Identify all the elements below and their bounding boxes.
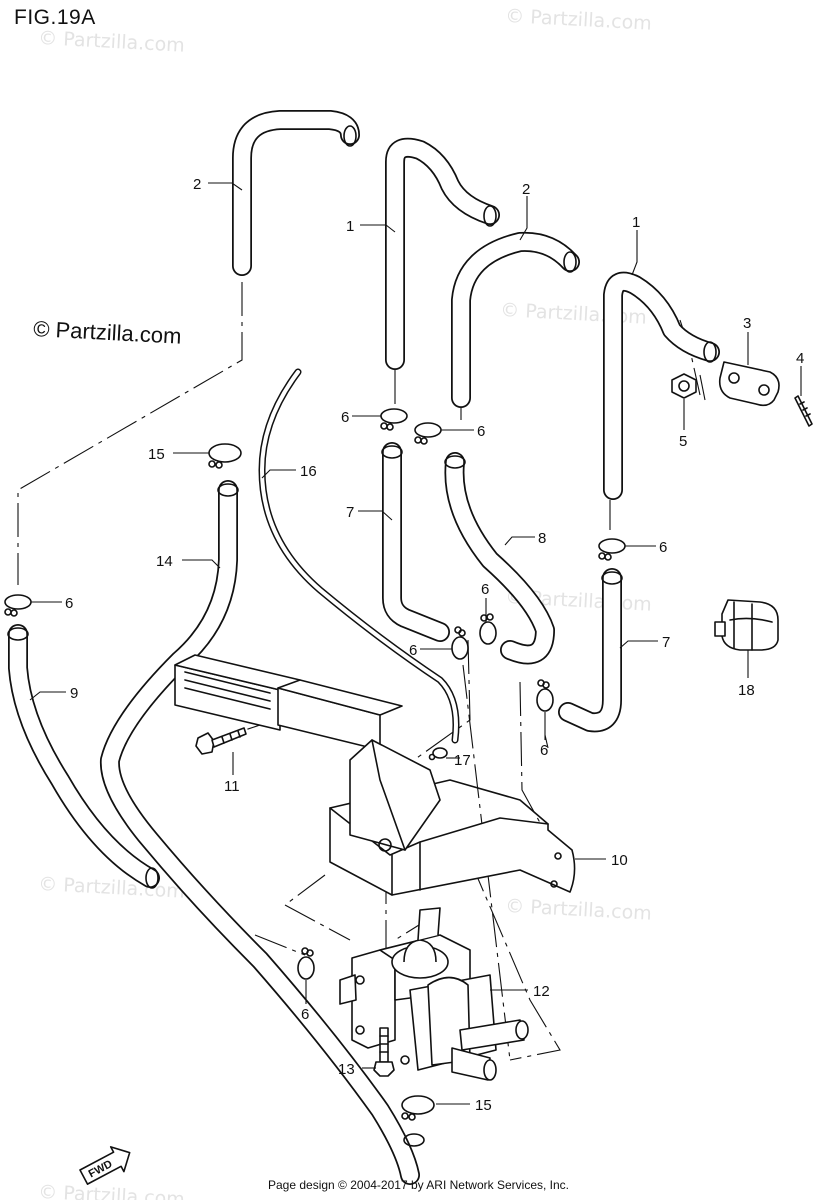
hose-2-upper-left: [232, 110, 360, 276]
hose-14: [99, 480, 425, 1185]
bolt-13: [373, 1027, 395, 1077]
callout-14-hose: 14: [156, 553, 173, 570]
hose-9: [7, 624, 160, 889]
watermark-text: © Partzilla.com: [505, 5, 653, 35]
callout-10-bracket: 10: [611, 852, 628, 869]
callout-labels: 2 1 2 1 3 4 5 6 6 15 16 7 8 6 14 6 6 6 7…: [65, 176, 804, 1114]
callout-15-upper: 15: [148, 446, 165, 463]
clamp-15a: [208, 443, 242, 469]
clamp-6h: [297, 947, 315, 980]
callout-6-f: 6: [409, 642, 417, 659]
nut-5: [671, 373, 697, 399]
callout-18-holder: 18: [738, 682, 755, 699]
callout-7-center: 7: [346, 504, 354, 521]
hose-16-breather: [258, 368, 460, 744]
watermark-text: © Partzilla.com: [500, 299, 648, 329]
holder-18: [714, 599, 779, 651]
assembly-lines: [17, 282, 706, 1061]
callout-16-breather: 16: [300, 463, 317, 480]
watermark-text: © Partzilla.com: [38, 873, 186, 903]
clamp-6b: [414, 422, 442, 445]
callout-8-hose: 8: [538, 530, 546, 547]
clamp-15b: [401, 1095, 435, 1121]
callout-6-e: 6: [481, 581, 489, 598]
hose-7-center: [381, 442, 450, 642]
bolt-11: [195, 727, 247, 755]
callout-4-stud: 4: [796, 350, 804, 367]
figure-title: FIG.19A: [14, 6, 96, 29]
callout-6-d: 6: [65, 595, 73, 612]
vapor-separator: [174, 654, 441, 852]
clamp-6f: [451, 626, 469, 660]
callout-6-a: 6: [341, 409, 349, 426]
hose-8: [444, 452, 555, 665]
clamp-6e: [479, 613, 497, 645]
clamp-17: [428, 747, 448, 761]
callout-6-h: 6: [301, 1006, 309, 1023]
watermark-text: © Partzilla.com: [38, 1181, 186, 1200]
callout-11-bolt: 11: [224, 778, 240, 795]
callout-12-pump: 12: [533, 983, 550, 1000]
watermark-text: © Partzilla.com: [38, 27, 186, 57]
callout-3-gasket: 3: [743, 315, 751, 332]
clamp-6a: [380, 408, 408, 431]
callout-2-upper-left: 2: [193, 176, 201, 193]
callout-6-b: 6: [477, 423, 485, 440]
callout-2-upper-right: 2: [522, 181, 530, 198]
page-footer: Page design © 2004-2017 by ARI Network S…: [268, 1178, 570, 1192]
callout-17-clamp: 17: [454, 752, 471, 769]
callout-9-hose: 9: [70, 685, 78, 702]
stud-4: [794, 395, 813, 427]
watermark-layer: © Partzilla.com © Partzilla.com © Partzill…: [38, 5, 653, 1200]
leader-lines: [29, 182, 802, 1105]
callout-1-right: 1: [632, 214, 640, 231]
callout-7-right: 7: [662, 634, 670, 651]
callout-1-upper-center: 1: [346, 218, 354, 235]
callout-13-bolt: 13: [338, 1061, 355, 1078]
hose-2-upper-right: [451, 231, 580, 408]
callout-15-lower: 15: [475, 1097, 492, 1114]
hose-1-upper-center: [385, 137, 500, 370]
fuel-pump-12: [339, 907, 529, 1081]
hose-1-right: [603, 271, 720, 500]
clamp-6d: [4, 594, 32, 617]
watermark-text: © Partzilla.com: [505, 895, 653, 925]
callout-5-nut: 5: [679, 433, 687, 450]
clamp-6g: [536, 679, 554, 712]
clamp-6c: [598, 538, 626, 561]
callout-6-c: 6: [659, 539, 667, 556]
fwd-arrow-icon: FWD: [79, 1146, 131, 1185]
hose-7-right: [558, 568, 623, 733]
gasket-3: [718, 361, 780, 407]
callout-6-g: 6: [540, 742, 548, 759]
